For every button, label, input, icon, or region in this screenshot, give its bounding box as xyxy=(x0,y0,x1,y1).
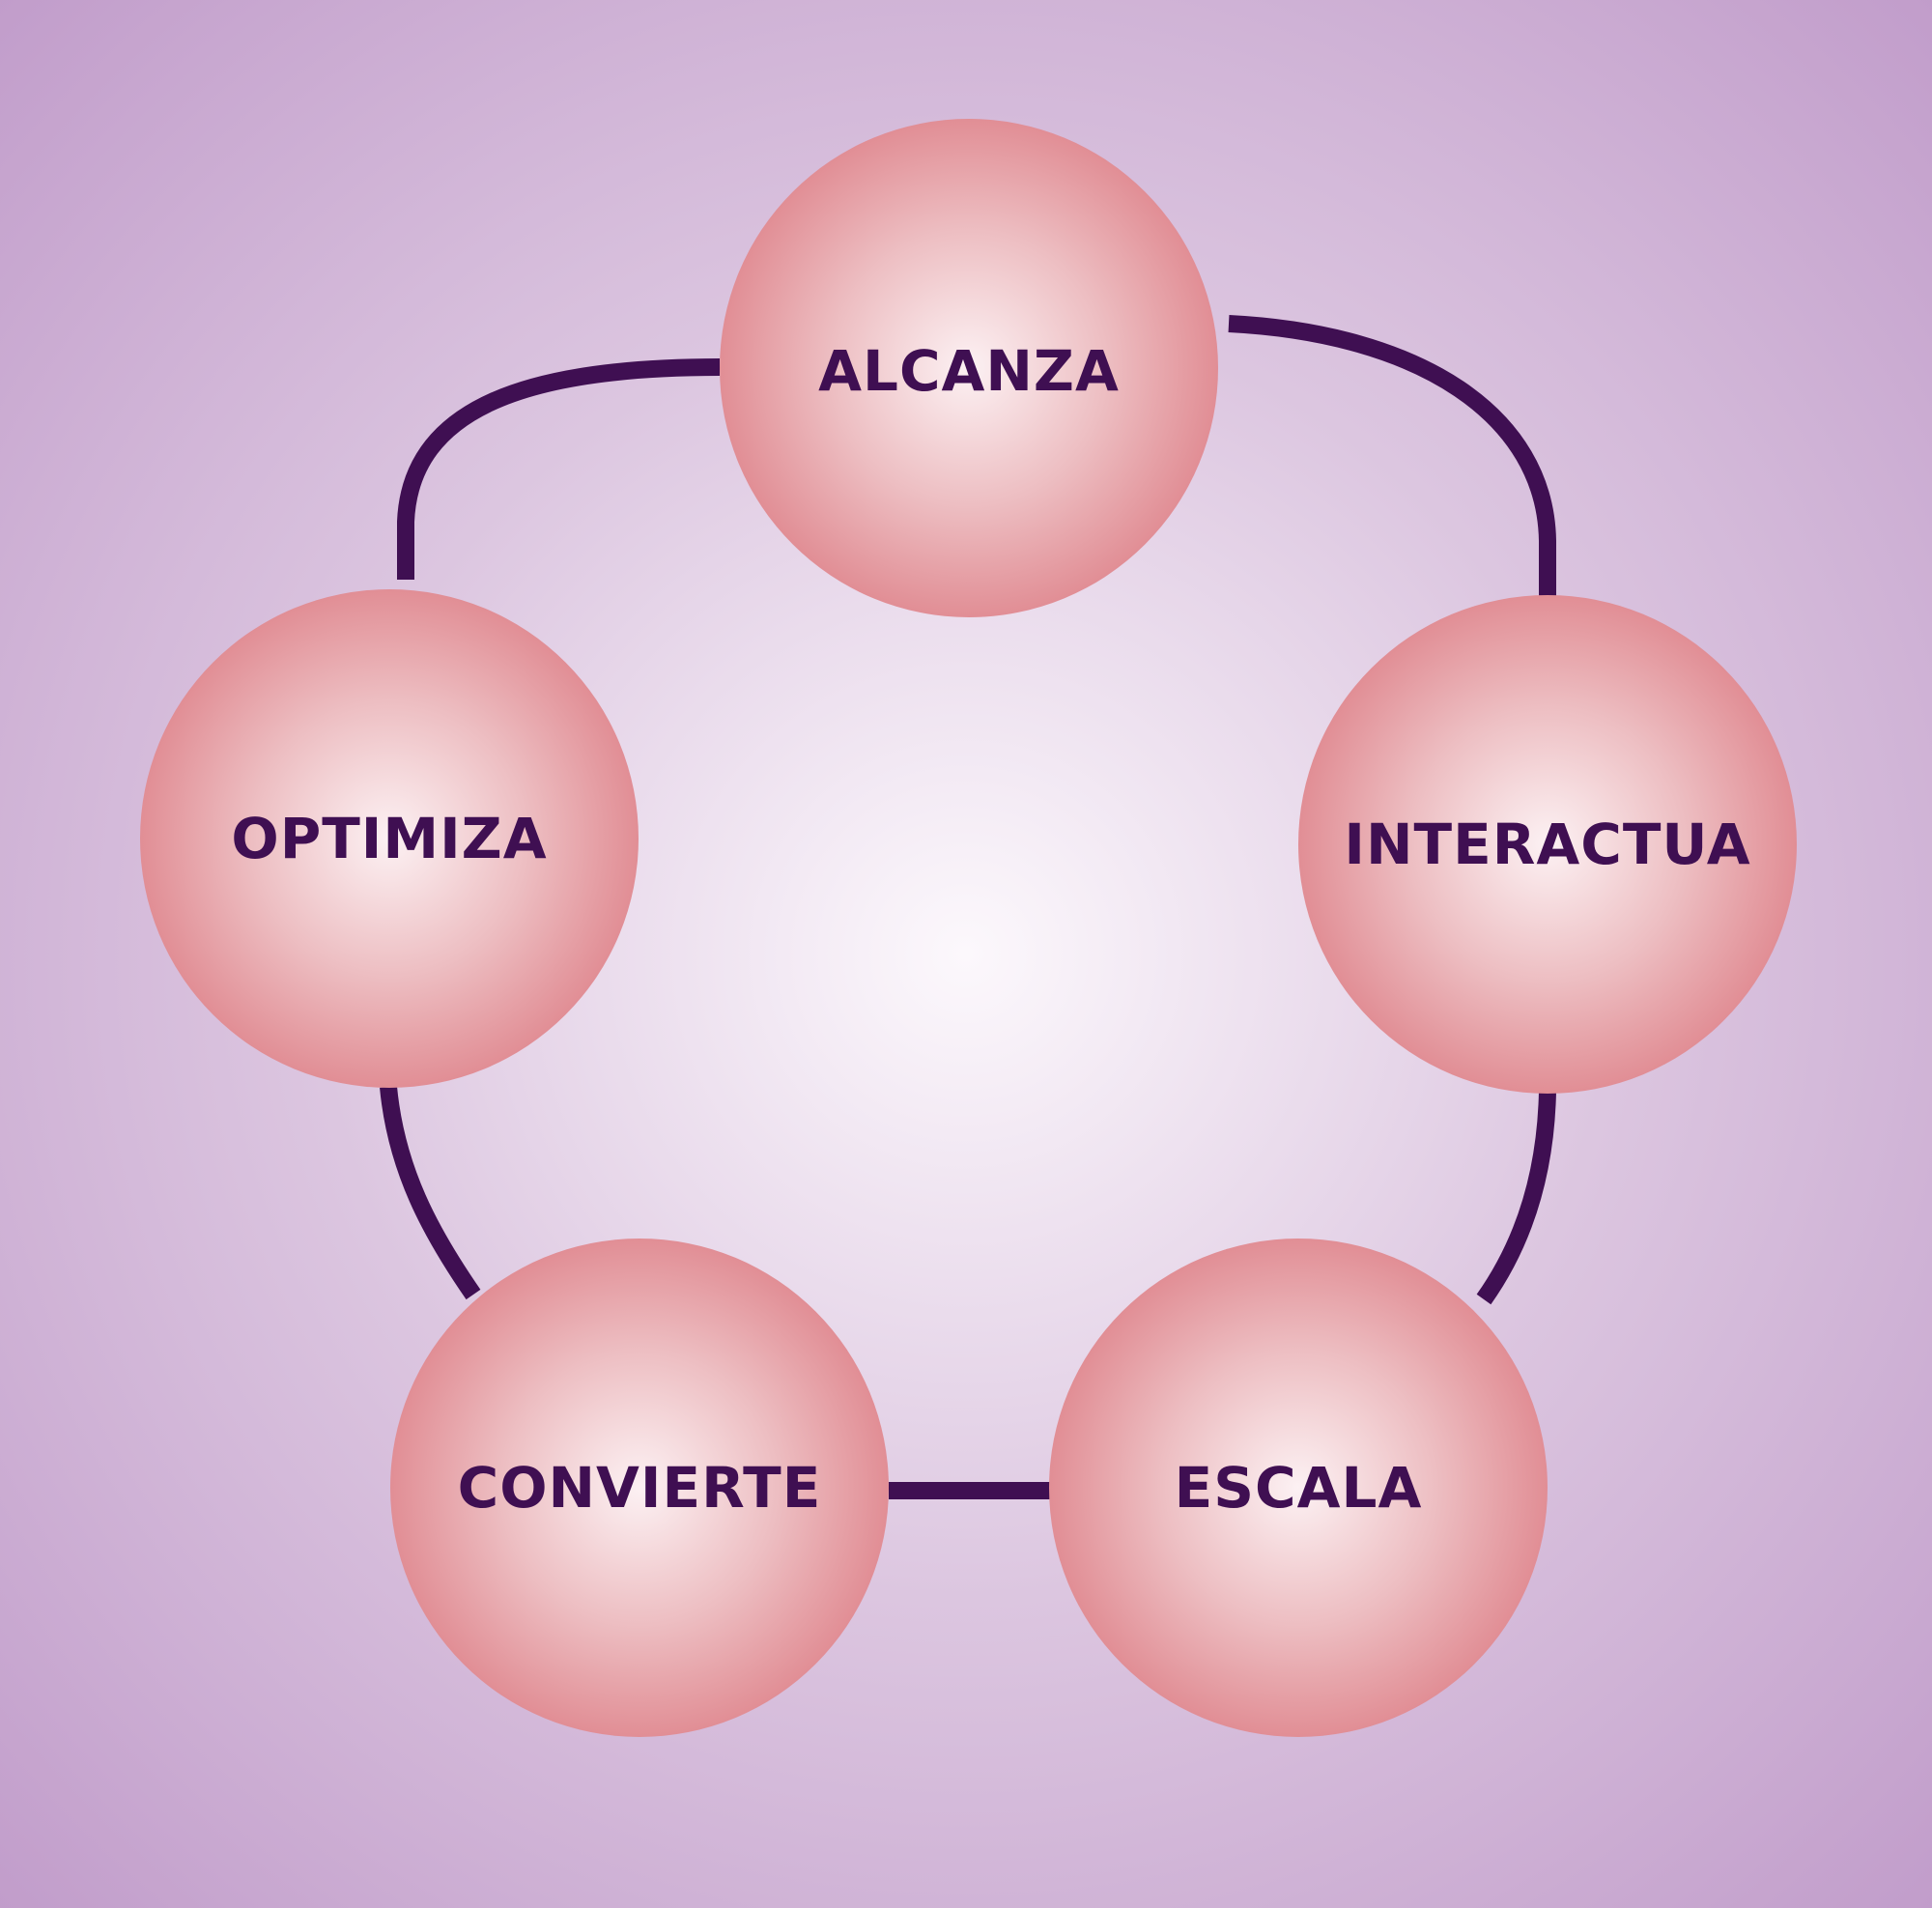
node-convierte: CONVIERTE xyxy=(390,1239,889,1737)
node-escala-circle xyxy=(1049,1239,1548,1737)
connector-interactua-escala xyxy=(1476,1091,1556,1305)
node-alcanza: ALCANZA xyxy=(720,119,1218,617)
node-escala-label: ESCALA xyxy=(1175,1455,1423,1521)
node-interactua-label: INTERACTUA xyxy=(1344,812,1750,877)
connectors xyxy=(380,315,1556,1499)
connector-optimiza-alcanza xyxy=(397,358,721,580)
node-alcanza-circle xyxy=(720,119,1218,617)
connector-convierte-optimiza xyxy=(380,1086,481,1300)
node-convierte-label: CONVIERTE xyxy=(458,1455,822,1521)
node-interactua-circle xyxy=(1298,595,1797,1094)
node-alcanza-label: ALCANZA xyxy=(818,338,1120,404)
node-optimiza-label: OPTIMIZA xyxy=(231,806,547,871)
node-optimiza: OPTIMIZA xyxy=(140,589,639,1088)
node-interactua: INTERACTUA xyxy=(1298,595,1797,1094)
node-optimiza-circle xyxy=(140,589,639,1088)
connector-alcanza-interactua xyxy=(1228,315,1556,596)
node-convierte-circle xyxy=(390,1239,889,1737)
node-escala: ESCALA xyxy=(1049,1239,1548,1737)
